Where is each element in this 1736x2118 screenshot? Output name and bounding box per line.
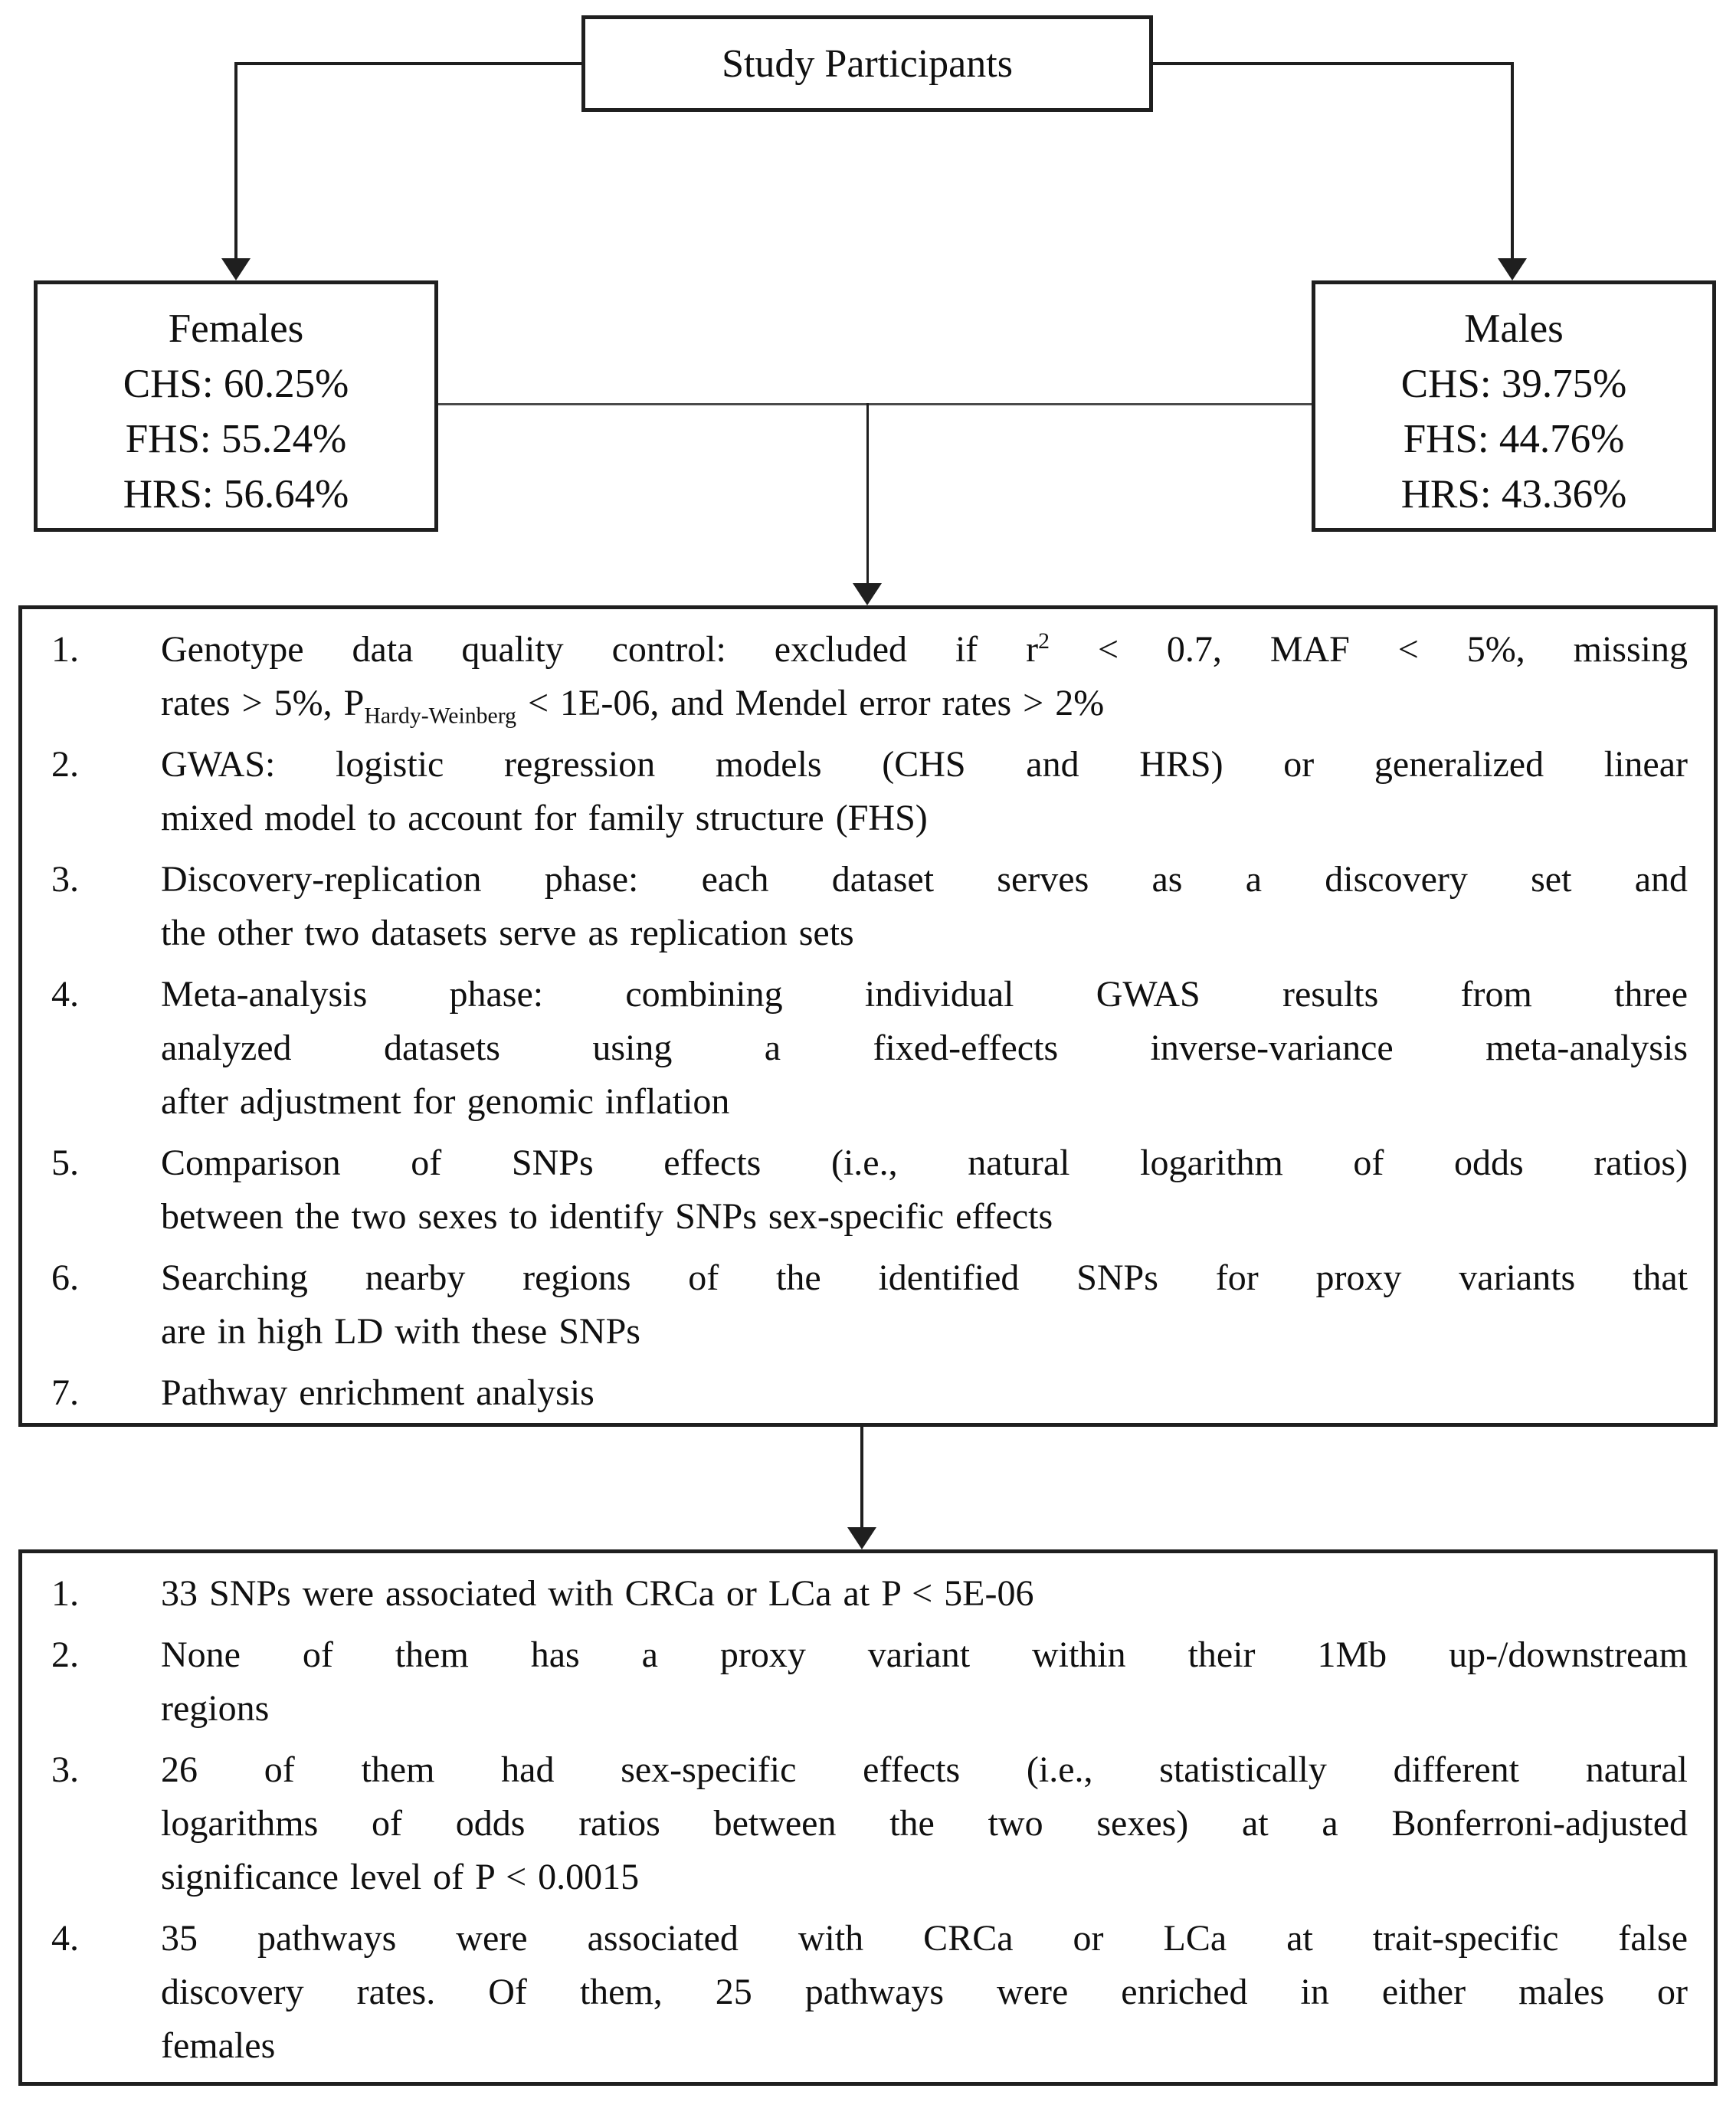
list-item-text: 26 of them had sex-specific effects (i.e… [161, 1743, 1714, 1904]
arrowhead-into-results-box [847, 1527, 876, 1549]
connector-study-to-males-vertical [1511, 62, 1514, 258]
study-participants-label: Study Participants [722, 41, 1013, 86]
list-item: 5. Comparison of SNPs effects (i.e., natu… [22, 1136, 1714, 1244]
list-item: 6. Searching nearby regions of the identi… [22, 1251, 1714, 1359]
males-stat-chs: CHS: 39.75% [1400, 362, 1627, 406]
arrowhead-into-females-box [221, 258, 251, 280]
list-item-line: None of them has a proxy variant within … [161, 1634, 1688, 1675]
list-item: 3. 26 of them had sex-specific effects (i… [22, 1743, 1714, 1904]
list-item-line: logarithms of odds ratios between the tw… [161, 1803, 1688, 1844]
males-box: Males CHS: 39.75% FHS: 44.76% HRS: 43.36… [1312, 280, 1716, 532]
list-item-line: GWAS: logistic regression models (CHS an… [161, 744, 1688, 785]
list-item-line: analyzed datasets using a fixed-effects … [161, 1028, 1688, 1068]
list-item-line: rates > 5%, PHardy-Weinberg < 1E-06, and… [161, 683, 1105, 729]
methods-box: 1. Genotype data quality control: exclude… [18, 605, 1718, 1427]
list-item-number: 3. [51, 1749, 79, 1790]
list-item-number: 7. [51, 1372, 79, 1413]
arrowhead-into-males-box [1498, 258, 1527, 280]
list-item-text: GWAS: logistic regression models (CHS an… [161, 738, 1714, 845]
list-item-line: Meta-analysis phase: combining individua… [161, 974, 1688, 1015]
list-item-line: Searching nearby regions of the identifi… [161, 1257, 1688, 1298]
females-title: Females [168, 307, 304, 351]
list-item: 3. Discovery-replication phase: each data… [22, 853, 1714, 960]
list-item-text: 33 SNPs were associated with CRCa or LCa… [161, 1567, 1714, 1621]
males-title: Males [1464, 307, 1564, 351]
list-item-line: are in high LD with these SNPs [161, 1311, 640, 1352]
list-item-number: 4. [51, 974, 79, 1015]
list-item-line: regions [161, 1688, 270, 1729]
list-item-text: Discovery-replication phase: each datase… [161, 853, 1714, 960]
females-stat-chs: CHS: 60.25% [123, 362, 349, 406]
females-stat-fhs: FHS: 55.24% [125, 417, 347, 461]
list-item-text: None of them has a proxy variant within … [161, 1628, 1714, 1736]
connector-females-males-horizontal [438, 403, 1312, 405]
list-item-line: Genotype data quality control: excluded … [161, 628, 1688, 670]
list-item-line: mixed model to account for family struct… [161, 798, 928, 838]
list-item-line: between the two sexes to identify SNPs s… [161, 1196, 1053, 1237]
list-item-number: 3. [51, 859, 79, 900]
males-stat-hrs: HRS: 43.36% [1400, 472, 1627, 516]
list-item-line: Pathway enrichment analysis [161, 1372, 594, 1413]
list-item-number: 4. [51, 1918, 79, 1959]
list-item-number: 2. [51, 744, 79, 785]
list-item-text: Searching nearby regions of the identifi… [161, 1251, 1714, 1359]
list-item-line: 35 pathways were associated with CRCa or… [161, 1918, 1688, 1959]
list-item-line: 33 SNPs were associated with CRCa or LCa… [161, 1573, 1034, 1614]
list-item-text: Pathway enrichment analysis [161, 1366, 1714, 1420]
list-item: 1. Genotype data quality control: exclude… [22, 623, 1714, 730]
list-item-number: 1. [51, 1573, 79, 1614]
connector-sexes-to-methods-vertical [866, 403, 869, 583]
connector-methods-to-results-vertical [860, 1427, 863, 1527]
arrowhead-into-methods-box [853, 583, 882, 605]
males-stat-fhs: FHS: 44.76% [1403, 417, 1625, 461]
list-item: 1. 33 SNPs were associated with CRCa or L… [22, 1567, 1714, 1621]
list-item-line: after adjustment for genomic inflation [161, 1081, 730, 1122]
list-item-number: 6. [51, 1257, 79, 1298]
list-item: 4. Meta-analysis phase: combining individ… [22, 968, 1714, 1129]
list-item-text: Genotype data quality control: excluded … [161, 623, 1714, 730]
list-item-number: 1. [51, 629, 79, 670]
list-item-line: Comparison of SNPs effects (i.e., natura… [161, 1143, 1688, 1183]
list-item-text: Meta-analysis phase: combining individua… [161, 968, 1714, 1129]
connector-study-to-males-horizontal [1153, 62, 1514, 65]
list-item-line: 26 of them had sex-specific effects (i.e… [161, 1749, 1688, 1790]
connector-study-to-females-vertical [234, 62, 237, 258]
list-item-line: Discovery-replication phase: each datase… [161, 859, 1688, 900]
connector-study-to-females-horizontal [234, 62, 581, 65]
list-item-number: 2. [51, 1634, 79, 1675]
list-item: 2. GWAS: logistic regression models (CHS … [22, 738, 1714, 845]
females-box: Females CHS: 60.25% FHS: 55.24% HRS: 56.… [34, 280, 438, 532]
results-box: 1. 33 SNPs were associated with CRCa or L… [18, 1549, 1718, 2086]
females-stat-hrs: HRS: 56.64% [123, 472, 349, 516]
study-participants-box: Study Participants [581, 15, 1153, 112]
list-item: 4. 35 pathways were associated with CRCa … [22, 1912, 1714, 2073]
list-item-number: 5. [51, 1143, 79, 1183]
list-item: 2. None of them has a proxy variant withi… [22, 1628, 1714, 1736]
list-item-line: significance level of P < 0.0015 [161, 1857, 640, 1897]
list-item-line: the other two datasets serve as replicat… [161, 913, 854, 953]
list-item-line: discovery rates. Of them, 25 pathways we… [161, 1972, 1688, 2012]
list-item: 7. Pathway enrichment analysis [22, 1366, 1714, 1420]
list-item-line: females [161, 2025, 276, 2066]
list-item-text: 35 pathways were associated with CRCa or… [161, 1912, 1714, 2073]
list-item-text: Comparison of SNPs effects (i.e., natura… [161, 1136, 1714, 1244]
